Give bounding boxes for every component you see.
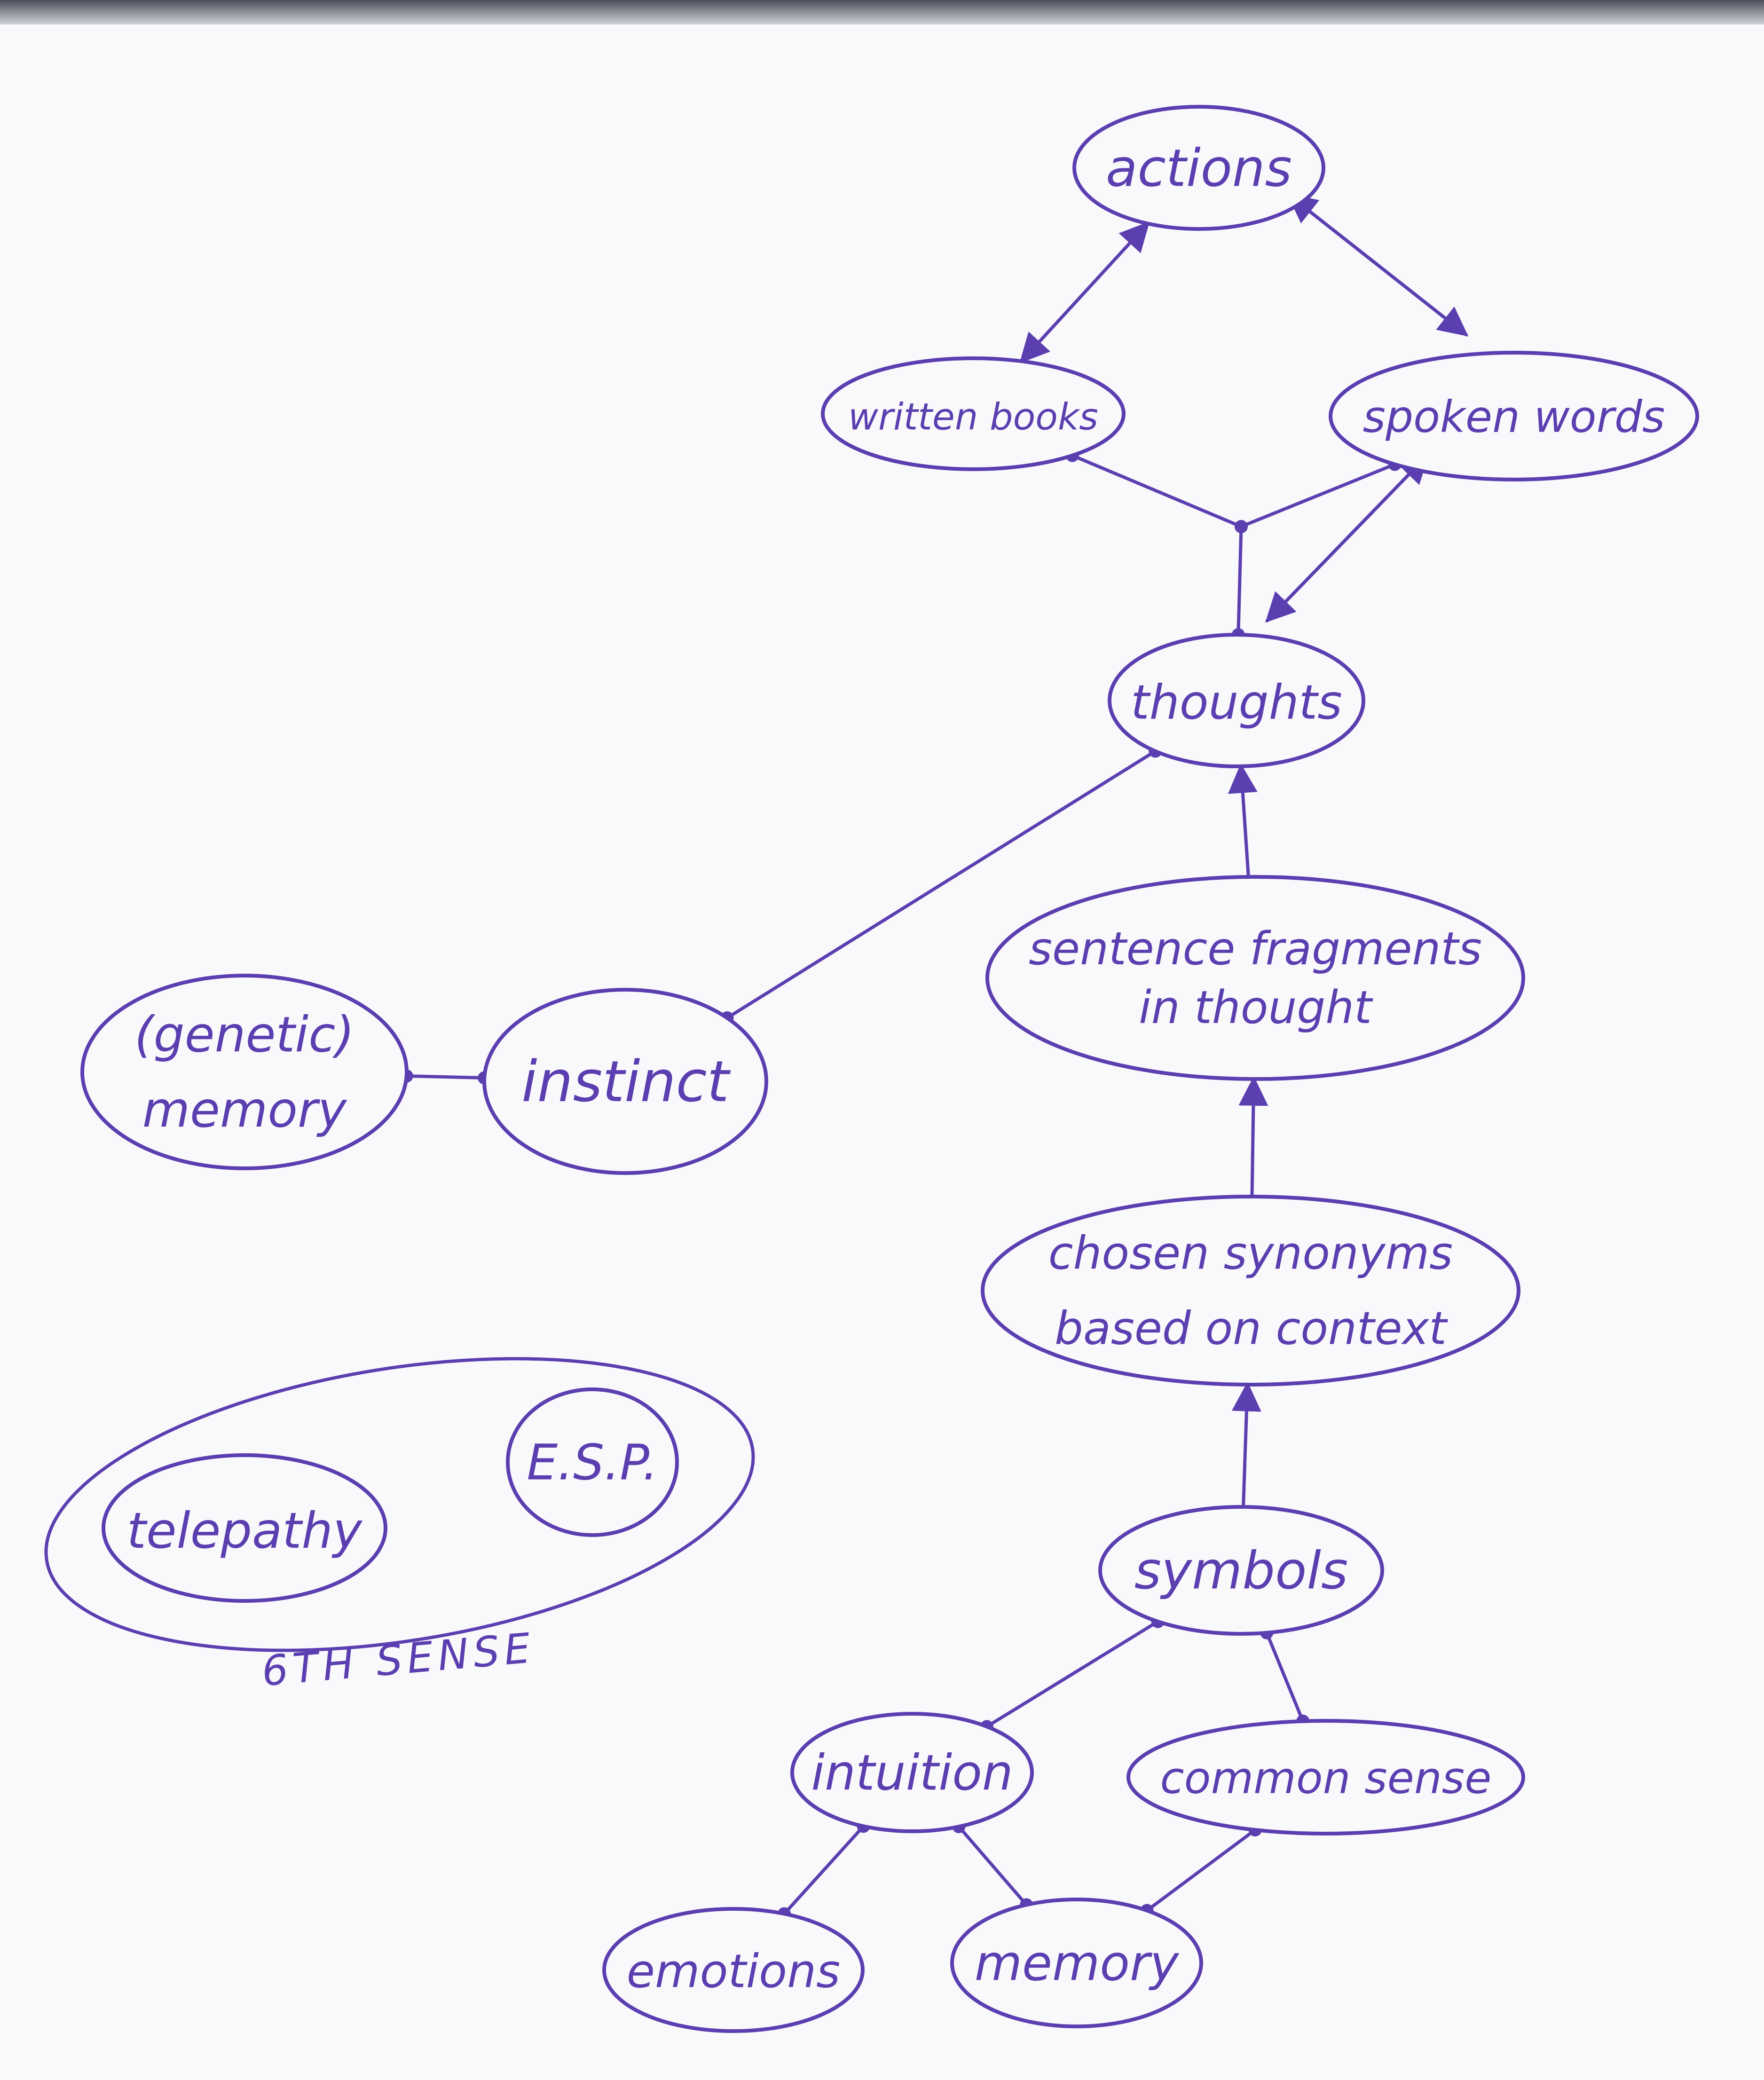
sixth-sense-group-outline xyxy=(44,1357,755,1652)
node-label: in thought xyxy=(1139,981,1373,1034)
node-label: emotions xyxy=(627,1945,841,1998)
node-label: memory xyxy=(975,1934,1180,1992)
node-outline xyxy=(985,875,1525,1081)
node-label: telepathy xyxy=(127,1502,363,1560)
node-label: intuition xyxy=(811,1744,1013,1801)
scan-edge xyxy=(0,0,1764,24)
edge-dot xyxy=(1235,520,1248,533)
sixth-sense-label: 6TH SENSE xyxy=(260,1623,537,1695)
node-label: written books xyxy=(848,396,1098,439)
node-outline xyxy=(506,1387,679,1537)
node-label: chosen synonyms xyxy=(1048,1227,1453,1280)
edge-symbols-to-intuition xyxy=(985,1620,1160,1728)
edge-intuition-to-memory xyxy=(957,1825,1028,1907)
edge-spoken_words-to-junction xyxy=(1239,463,1397,528)
node-thoughts: thoughts xyxy=(1108,633,1365,768)
node-outline xyxy=(1098,1505,1384,1636)
edge-written_books-to-junction xyxy=(1071,454,1243,528)
edge-intuition-to-emotions xyxy=(782,1824,866,1915)
edge-symbols-to-chosen_synonyms xyxy=(1231,1381,1261,1509)
node-instinct: instinct xyxy=(482,988,768,1175)
node-actions: actions xyxy=(1072,105,1325,231)
node-label: symbols xyxy=(1134,1541,1348,1601)
node-label: common sense xyxy=(1160,1753,1492,1804)
node-sentence-fragments: sentence fragments in thought xyxy=(985,875,1525,1081)
node-common-sense: common sense xyxy=(1126,1719,1525,1836)
node-telepathy: telepathy xyxy=(102,1453,387,1603)
node-label: sentence fragments xyxy=(1029,922,1482,975)
node-genetic-memory: (genetic) memory xyxy=(80,974,409,1170)
edge-thoughts-to-instinct xyxy=(725,749,1157,1020)
edge-sentence_fragments-to-thoughts xyxy=(1228,763,1258,879)
node-symbols: symbols xyxy=(1098,1505,1384,1636)
node-outline xyxy=(1329,351,1699,481)
node-outline xyxy=(981,1195,1520,1387)
node-layer: actions written books spoken words thoughts… xyxy=(80,105,1699,2033)
node-label: thoughts xyxy=(1131,675,1342,730)
node-label: (genetic) xyxy=(134,1006,354,1063)
edge-common_sense-to-memory xyxy=(1145,1828,1257,1913)
node-label: actions xyxy=(1106,138,1292,198)
node-outline xyxy=(602,1907,865,2033)
node-label: instinct xyxy=(521,1049,731,1115)
node-chosen-synonyms: chosen synonyms based on context xyxy=(981,1195,1520,1387)
edge-spoken_words-to-actions xyxy=(1287,193,1468,337)
node-outline xyxy=(950,1898,1203,2028)
node-memory: memory xyxy=(950,1898,1203,2028)
node-spoken-words: spoken words xyxy=(1329,351,1699,481)
node-label: memory xyxy=(142,1081,347,1138)
node-outline xyxy=(821,356,1126,471)
edge-actions-to-written_books xyxy=(1019,221,1150,363)
node-outline xyxy=(1126,1719,1525,1836)
node-outline xyxy=(1108,633,1365,768)
node-outline xyxy=(102,1453,387,1603)
node-outline xyxy=(790,1712,1034,1833)
node-esp: E.S.P. xyxy=(506,1387,679,1537)
node-outline xyxy=(482,988,768,1175)
edge-symbols-to-common_sense xyxy=(1265,1631,1305,1723)
node-intuition: intuition xyxy=(790,1712,1034,1833)
edge-instinct-to-genetic_memory xyxy=(405,1074,486,1080)
node-label: based on context xyxy=(1055,1302,1448,1355)
node-outline xyxy=(80,974,409,1170)
node-outline xyxy=(1072,105,1325,231)
edge-junction-to-thoughts xyxy=(1236,525,1243,637)
edge-spoken_words-to-thoughts xyxy=(1265,454,1429,623)
node-label: E.S.P. xyxy=(527,1434,658,1491)
edge-chosen_synonyms-to-sentence_fragments xyxy=(1238,1076,1268,1198)
node-emotions: emotions xyxy=(602,1907,865,2033)
node-written-books: written books xyxy=(821,356,1126,471)
node-label: spoken words xyxy=(1363,392,1665,442)
